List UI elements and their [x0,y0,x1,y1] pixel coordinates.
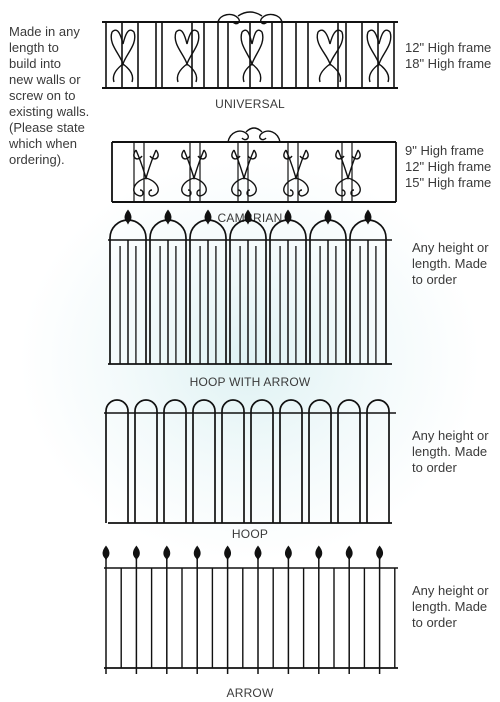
arrow-head [315,545,323,561]
arrow-railing-illustration [100,540,400,675]
heart-scroll [181,149,207,197]
arrow-head [244,209,252,225]
hoop-caption: HOOP [231,527,269,541]
arrow-head [204,209,212,225]
hoop-with-arrow-railing-illustration [100,208,400,368]
hoop [163,399,187,523]
arrow-head [102,545,110,561]
scroll-panel [240,29,264,83]
heart-scroll [335,149,361,197]
arrow-head [345,545,353,561]
hoop [250,399,274,523]
arrow-head [224,545,232,561]
top-crest-scroll [227,127,281,143]
hoop [279,399,303,523]
hoop-railing-illustration [100,395,400,530]
intro-note: Made in any length to build into new wal… [9,24,90,167]
universal-sizes: 12" High frame 18" High frame [405,40,492,71]
cambrian-railing-illustration [110,122,398,206]
heart-scroll [283,149,309,197]
arrow-caption: ARROW [226,686,274,700]
arrow-head [163,545,171,561]
hoop-with-arrow-caption: HOOP WITH ARROW [189,375,311,389]
hoop [105,399,129,523]
scroll-panel [366,29,392,83]
universal-railing-illustration [100,11,400,96]
scroll-panel [174,29,200,83]
scroll-panel [110,29,136,83]
hoop-with-arrow-sizes: Any height or length. Made to order [412,240,489,287]
arrow-head [124,209,132,225]
heart-scroll [133,149,159,197]
hoop [192,399,216,523]
top-crest-scroll [217,11,283,25]
arrow-head [376,545,384,561]
hoop [308,399,332,523]
cambrian-sizes: 9" High frame 12" High frame 15" High fr… [405,143,492,190]
arrow-sizes: Any height or length. Made to order [412,583,489,630]
arrow-head [193,545,201,561]
arrow-head [284,545,292,561]
hoop [134,399,158,523]
hoop-sizes: Any height or length. Made to order [412,428,489,475]
arrow-head [284,209,292,225]
arrow-head [364,209,372,225]
arrow-head [324,209,332,225]
hoop [337,399,361,523]
hoop [366,399,390,523]
hoop [221,399,245,523]
universal-caption: UNIVERSAL [215,97,285,111]
heart-scroll [231,149,257,197]
arrow-head [254,545,262,561]
scroll-panel [316,29,344,83]
arrow-head [132,545,140,561]
arrow-head [164,209,172,225]
